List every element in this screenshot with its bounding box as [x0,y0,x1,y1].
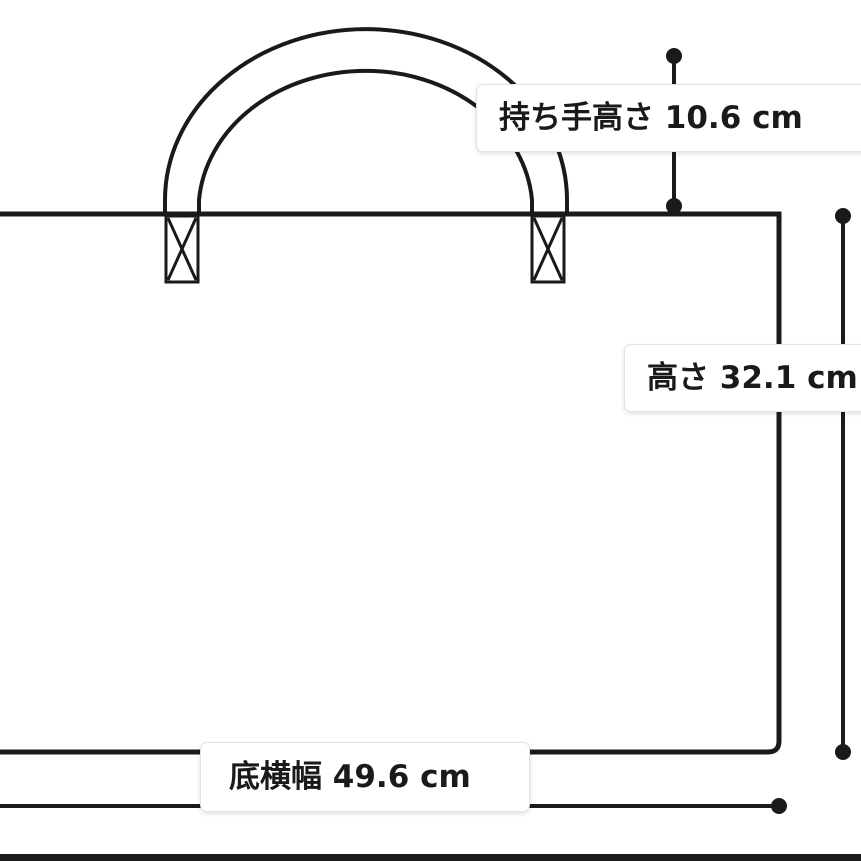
handle-height-label-text: 持ち手高さ 10.6 cm [499,99,803,136]
height-label-text: 高さ 32.1 cm [647,359,858,396]
bottom-width-label: 底横幅 49.6 cm [200,742,530,812]
bottom-width-label-text: 底横幅 49.6 cm [229,758,471,795]
handle-tab-right [530,214,566,284]
height-label: 高さ 32.1 cm [624,344,861,412]
bag-body-outline [0,211,782,755]
handle-height-label: 持ち手高さ 10.6 cm [476,84,861,152]
bottom-edge-bar [0,854,861,861]
height-dimension-line [835,208,851,760]
handle-tab-left [164,214,200,284]
